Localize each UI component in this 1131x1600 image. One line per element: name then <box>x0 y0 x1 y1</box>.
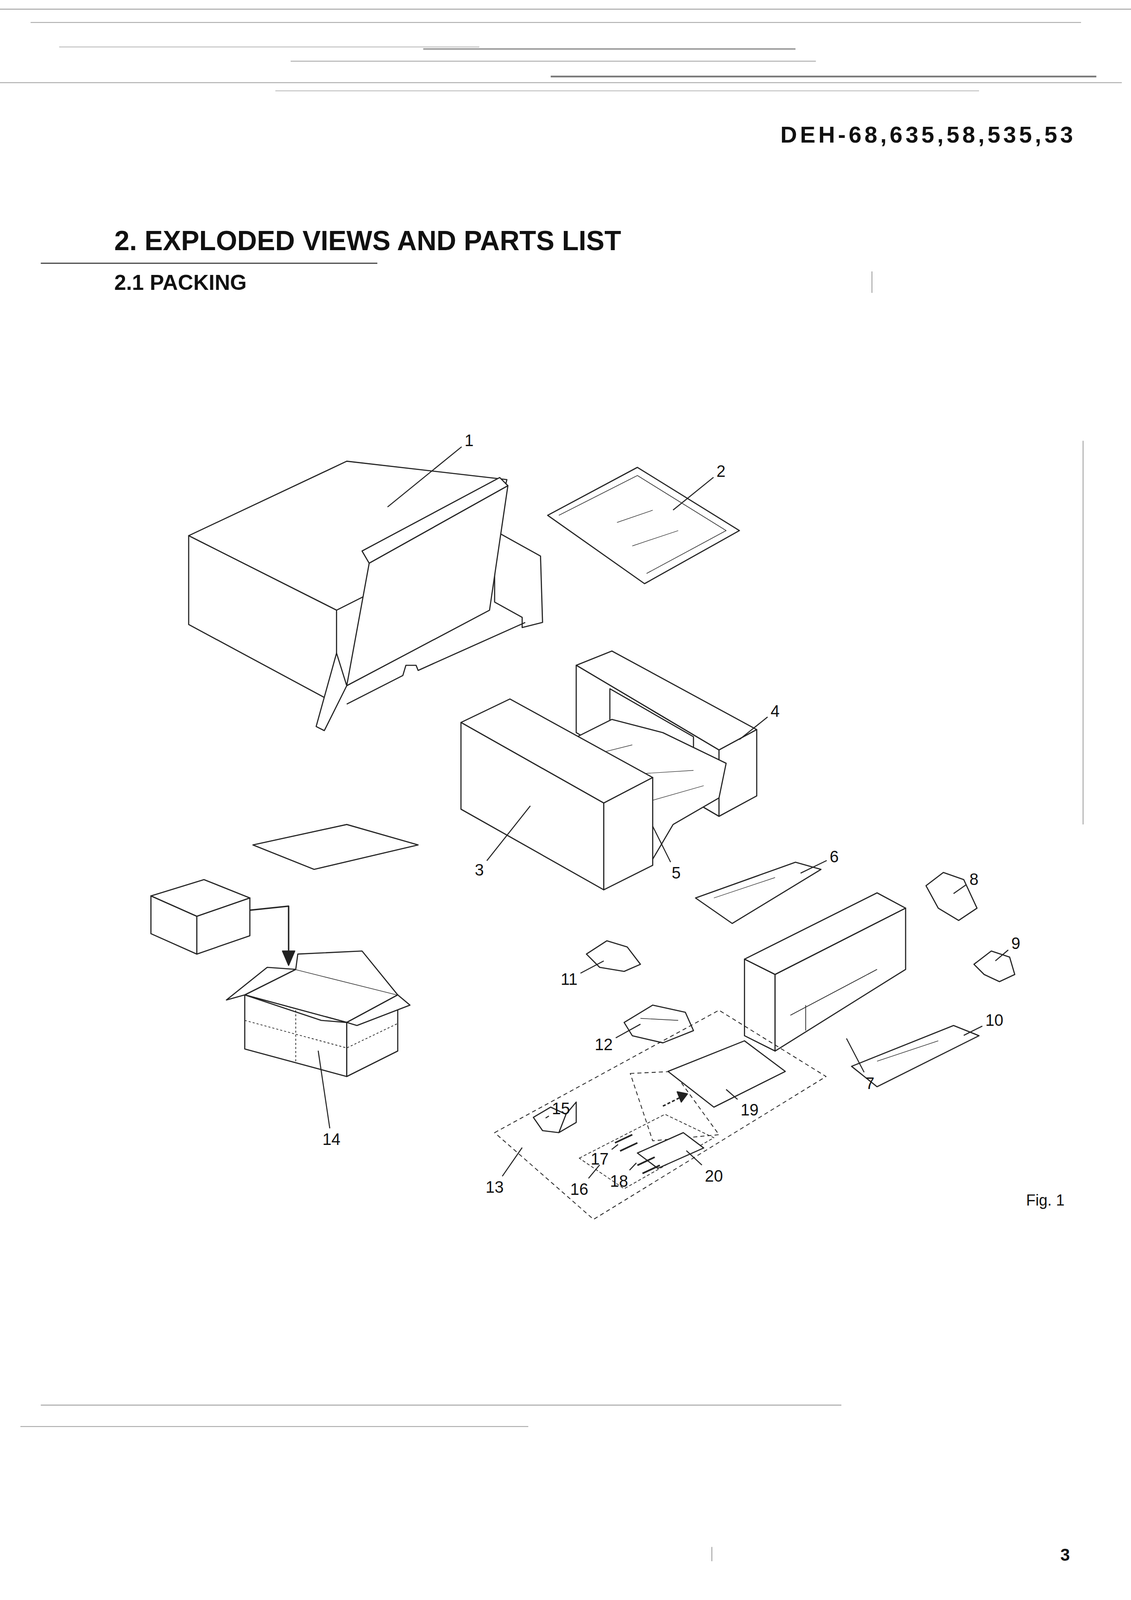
sheet <box>253 824 419 869</box>
outer-carton-flap <box>346 994 410 1026</box>
header-rules <box>0 9 1131 91</box>
title-underline <box>40 262 378 264</box>
long-box-edge <box>790 969 878 1031</box>
leader-line <box>615 1023 641 1038</box>
model-header: DEH-68,635,58,535,53 <box>780 122 1076 146</box>
arrow-head <box>677 1091 688 1102</box>
group-outline <box>579 1113 714 1189</box>
callout-number: 9 <box>1011 935 1021 952</box>
parts-drawing <box>151 460 1015 1219</box>
margin-rules <box>20 271 1084 1561</box>
callout-number: 13 <box>485 1178 504 1196</box>
callout-number: 10 <box>985 1011 1004 1029</box>
small-box-side <box>151 895 198 954</box>
leader-line <box>588 1164 600 1178</box>
callout-number: 14 <box>322 1131 341 1148</box>
long-box-end <box>744 959 776 1051</box>
leader-line <box>318 1050 330 1129</box>
group-arrow <box>662 1096 682 1107</box>
fold-line <box>244 1009 398 1063</box>
leader-line <box>580 960 604 974</box>
small-bag <box>973 950 1015 982</box>
leader-line <box>953 884 967 894</box>
leader-line <box>629 1162 637 1170</box>
leader-line <box>995 949 1009 961</box>
leader-line <box>611 1144 618 1150</box>
leader-line <box>502 1147 523 1176</box>
callout-number: 1 <box>464 432 474 449</box>
small-bag <box>586 940 641 972</box>
small-box-front <box>196 897 250 954</box>
callout-number: 8 <box>969 871 979 888</box>
bag-seal <box>558 475 726 574</box>
small-bag <box>637 1132 704 1169</box>
foam-front <box>460 722 604 890</box>
outer-carton-flap <box>244 994 347 1023</box>
parts-pack <box>623 1004 694 1043</box>
pack-edge <box>640 1018 679 1021</box>
callout-number: 19 <box>740 1101 759 1118</box>
screws <box>615 1134 660 1174</box>
callout-number: 6 <box>829 848 839 865</box>
small-bag <box>926 872 977 921</box>
leader-line <box>739 717 768 740</box>
leader-line <box>846 1038 864 1073</box>
leader-line <box>725 1089 738 1099</box>
callout-number: 3 <box>475 861 484 878</box>
leader-line <box>686 1150 702 1165</box>
long-box-front <box>775 907 906 1051</box>
leader-line <box>800 860 827 874</box>
outer-carton-flap <box>295 950 398 995</box>
callout-number: 2 <box>716 463 726 480</box>
sheet <box>667 1040 786 1107</box>
bag-wrinkle <box>714 877 776 898</box>
callout-number: 4 <box>770 702 780 720</box>
bag <box>695 862 822 924</box>
carton-side <box>188 535 337 704</box>
callout-number: 11 <box>560 970 578 988</box>
callout-number: 5 <box>671 864 681 881</box>
callout-number: 18 <box>609 1172 628 1190</box>
carton-lid-tab <box>316 652 347 731</box>
section-title: 2. EXPLODED VIEWS AND PARTS LIST <box>114 227 622 255</box>
leader-line <box>673 477 714 511</box>
section-subtitle: 2.1 PACKING <box>114 271 247 294</box>
bag-wrinkle <box>877 1040 939 1062</box>
callout-number: 7 <box>865 1075 875 1092</box>
callout-number: 16 <box>570 1180 589 1198</box>
insert-arrow <box>249 906 289 954</box>
callout-number: 15 <box>551 1100 570 1117</box>
leader-line <box>652 826 671 863</box>
page-number: 3 <box>1060 1545 1071 1563</box>
leader-line <box>963 1026 983 1036</box>
leader-line <box>545 1115 549 1118</box>
figure-label: Fig. 1 <box>1026 1192 1065 1208</box>
carton-inner-edge <box>346 622 525 704</box>
outer-carton-flap <box>226 967 296 1000</box>
callout-number: 17 <box>590 1150 609 1167</box>
group-outline <box>494 1009 827 1219</box>
foam-side <box>603 777 653 890</box>
bag-wrinkle <box>617 510 679 546</box>
leader-line <box>486 805 531 861</box>
arrow-head <box>282 950 295 965</box>
callout-number: 12 <box>594 1036 613 1053</box>
carton-lid <box>346 485 508 686</box>
callout-number: 20 <box>705 1167 723 1184</box>
leader-line <box>387 446 462 508</box>
bag <box>547 467 740 584</box>
carton-flap <box>494 530 543 628</box>
